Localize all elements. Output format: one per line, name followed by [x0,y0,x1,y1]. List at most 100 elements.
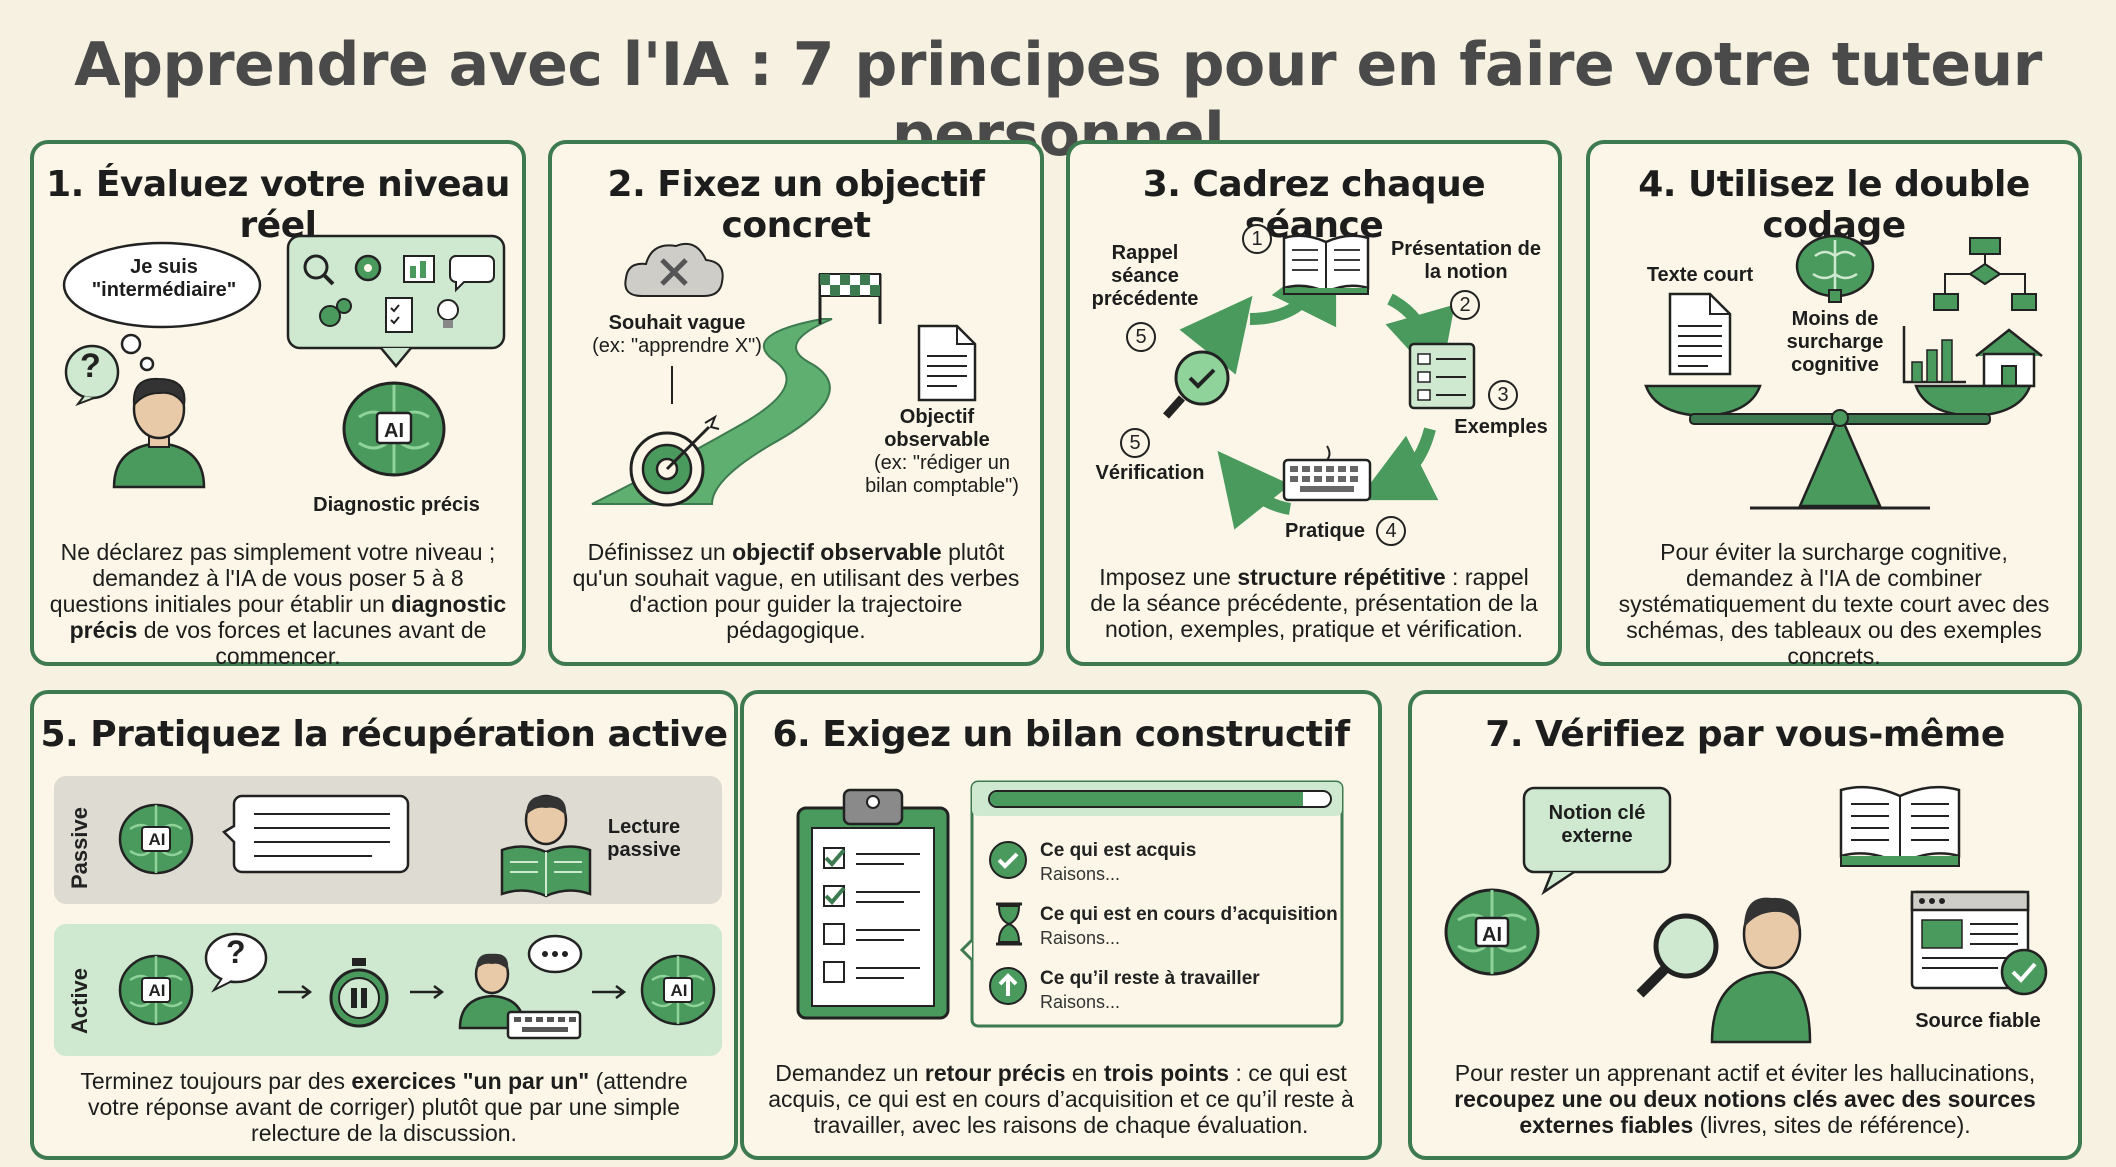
vague-cloud-icon [624,242,724,297]
checklist-icon [1408,342,1476,410]
person-magnifier-icon [1636,897,1812,1044]
short-text-label: Texte court [1646,264,1754,286]
step-examples: Exemples [1454,416,1548,438]
hourglass-icon [996,902,1022,946]
card-description: Pour rester un apprenant actif et éviter… [1454,1060,2036,1138]
ai-label: AI [148,830,166,849]
page-title: Apprendre avec l'IA : 7 principes pour e… [74,30,2042,170]
step-number: 1 [1242,224,1272,254]
balance-scale-icon [1644,384,2032,510]
target-icon [629,414,720,507]
question-mark: ? [226,934,246,970]
typing-person-icon [458,934,583,1040]
step-number: 5 [1120,428,1150,458]
card-title: 6. Exigez un bilan constructif [772,714,1350,755]
question-bubble-icon [64,344,120,407]
tools-panel-icon [286,234,506,368]
card-title: 7. Vérifiez par vous-même [1485,714,2005,755]
card-title: 1. Évaluez votre niveau réel [46,164,510,246]
website-check-icon [1910,890,2048,996]
review-row-sub: Raisons... [1040,992,1121,1012]
arrow-up-circle-icon [989,967,1027,1005]
vague-wish-title: Souhait vague [608,312,746,334]
review-row-sub: Raisons... [1040,928,1121,948]
ai-label: AI [670,981,688,1000]
arrow-right-icon [592,985,627,999]
open-book-icon [1282,234,1370,295]
card-frame-session: 3. Cadrez chaque séance Rappel séance pr… [1066,140,1562,666]
reliable-source-label: Source fiable [1915,1010,2041,1032]
arrow-right-icon [278,985,313,999]
step-number: 4 [1376,516,1406,546]
clipboard-icon [796,788,950,1020]
key-notion-label: Notion clé externe [1548,802,1646,847]
diagnostic-caption: Diagnostic précis [313,494,480,516]
check-circle-icon [989,841,1027,879]
open-book-icon [1839,785,1961,867]
question-bubble-icon [204,932,268,993]
card-dual-coding: 4. Utilisez le double codage Texte court… [1586,140,2082,669]
house-icon [1975,328,2043,388]
card-description: Demandez un retour précis en trois point… [768,1060,1354,1138]
observable-goal-example: (ex: "rédiger un bilan comptable") [865,452,1019,497]
card-title: 3. Cadrez chaque séance [1142,164,1486,246]
review-row-title: Ce qui est en cours d’acquisition [1040,904,1338,925]
observable-goal-title: Objectif observable [884,406,990,451]
keyboard-icon [1282,445,1372,502]
review-row-title: Ce qu’il reste à travailler [1040,968,1260,989]
text-bubble-icon [221,794,410,874]
card-description: Ne déclarez pas simplement votre niveau … [49,539,507,669]
step-number: 5 [1126,322,1156,352]
step-verification: Vérification [1095,462,1205,484]
question-mark: ? [80,347,101,385]
person-icon [112,377,206,489]
step-number: 3 [1488,380,1518,410]
key-notion-bubble [1522,786,1672,896]
document-icon [1668,292,1732,376]
ai-brain-icon [342,381,446,477]
less-load-label: Moins de surcharge cognitive [1786,308,1884,376]
card-title: 4. Utilisez le double codage [1638,164,2030,246]
connector-line [671,366,673,404]
passive-label: Passive [67,807,92,889]
review-row-title: Ce qui est acquis [1040,840,1197,861]
ai-label: AI [1482,924,1502,946]
ai-brain-icon [118,954,194,1026]
bar-chart-icon [1902,326,1966,384]
flowchart-icon [1933,237,2037,311]
step-number: 2 [1450,290,1480,320]
document-icon [917,324,977,402]
thought-bubble-icon [62,241,262,372]
step-presentation: Présentation de la notion [1390,238,1542,283]
card-description: Terminez toujours par des exercices "un … [80,1068,688,1146]
review-row-sub: Raisons... [1040,864,1121,884]
card-concrete-goal: 2. Fixez un objectif concret Souhait vag… [548,140,1044,666]
ai-label: AI [148,981,166,1000]
card-title: 2. Fixez un objectif concret [607,164,985,246]
progress-fill [990,792,1303,806]
passive-reading-label: Lecture passive [607,816,681,861]
magnifier-check-icon [1163,350,1230,419]
card-description: Pour éviter la surcharge cognitive, dema… [1618,539,2050,669]
arrow-right-icon [410,985,445,999]
ai-brain-icon [118,803,194,875]
vague-wish-example: (ex: "apprendre X") [592,335,762,357]
progress-bar [988,790,1332,808]
card-verify-yourself: 7. Vérifiez par vous-même Notion clé ext… [1408,690,2082,1160]
step-recall: Rappel séance précédente [1091,242,1199,310]
card-description: Imposez une structure répétitive : rappe… [1090,564,1538,642]
card-title: 5. Pratiquez la récupération active [40,714,728,755]
card-description: Définissez un objectif observable plutôt… [572,539,1020,643]
step-practice: Pratique [1284,520,1366,542]
ai-brain-icon [1444,888,1540,976]
card-evaluate-level: 1. Évaluez votre niveau réel Je suis "in… [30,140,526,669]
bubble-text: Je suis "intermédiaire" [91,256,237,301]
card-constructive-review: 6. Exigez un bilan constructif Ce qui es… [740,690,1382,1160]
brain-icon [1795,234,1875,303]
reading-person-icon [500,794,592,898]
stopwatch-pause-icon [329,958,389,1028]
road-icon [591,273,882,505]
ai-brain-icon [640,954,716,1026]
active-label: Active [67,967,92,1034]
ai-label: AI [384,420,404,442]
